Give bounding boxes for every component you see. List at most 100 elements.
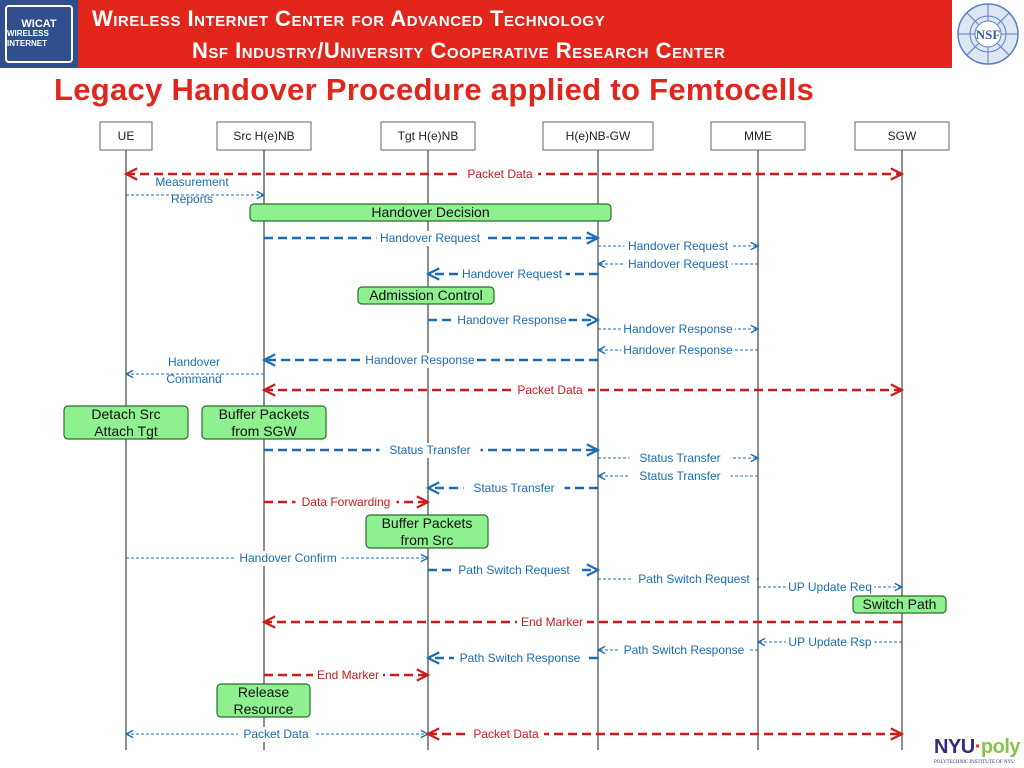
- message-label-bg: [458, 267, 566, 282]
- message-label-bg: [295, 495, 397, 510]
- message-13: Status Transfer: [264, 443, 598, 458]
- entity-box-sgw: [854, 121, 950, 151]
- message-label: Packet Data: [243, 727, 309, 741]
- message-5: Handover Request: [598, 257, 758, 272]
- message-label: Path Switch Response: [624, 643, 745, 657]
- entity-label-ue: UE: [118, 129, 135, 143]
- entity-label-tgt-h-e-nb: Tgt H(e)NB: [398, 129, 459, 143]
- message-label: Handover Request: [628, 239, 729, 253]
- message-label-bg: [629, 451, 731, 466]
- nyu-poly-logo: NYU·poly: [934, 736, 1021, 758]
- message-label-bg: [376, 231, 484, 246]
- message-27: Packet Data: [126, 727, 428, 742]
- entity-box-mme: [710, 121, 806, 151]
- message-label: Path Switch Request: [638, 572, 750, 586]
- message-label: End Marker: [521, 615, 583, 629]
- message-label-bg: [624, 257, 732, 272]
- message-label: Path Switch Request: [458, 563, 570, 577]
- message-8: Handover Response: [598, 322, 758, 337]
- message-4: Handover Request: [598, 239, 758, 254]
- message-label: UP Update Rsp: [788, 635, 871, 649]
- message-label: UP Update Req: [788, 580, 872, 594]
- message-18: Handover Confirm: [126, 551, 428, 566]
- message-label-bg: [234, 551, 342, 566]
- box-rect: [216, 683, 311, 718]
- message-label-bg: [517, 615, 587, 630]
- message-15: Status Transfer: [598, 469, 758, 484]
- message-label-bg: [237, 727, 315, 742]
- message-label: Packet Data: [473, 727, 539, 741]
- box-label: Admission Control: [369, 287, 483, 303]
- message-21: UP Update Req: [758, 580, 902, 595]
- box-label: Handover Decision: [371, 204, 489, 220]
- box-admission-control: Admission Control: [357, 286, 495, 305]
- message-label-bg: [454, 651, 586, 666]
- wicat-logo-subtext: WIRELESS INTERNET: [7, 29, 49, 48]
- message-28: Packet Data: [428, 727, 902, 742]
- message-16: Status Transfer: [428, 481, 598, 496]
- message-label: Packet Data: [517, 383, 583, 397]
- nsf-logo-text: NSF: [976, 27, 1001, 42]
- header-title-line1: Wireless Internet Center for Advanced Te…: [92, 6, 606, 31]
- nsf-logo: NSF: [957, 3, 1019, 65]
- message-label-bg: [455, 313, 569, 328]
- message-20: Path Switch Request: [598, 572, 758, 587]
- message-label-bg: [631, 572, 757, 587]
- slide-title: Legacy Handover Procedure applied to Fem…: [54, 72, 815, 107]
- message-19: Path Switch Request: [428, 563, 598, 578]
- message-label: Handover Response: [365, 353, 475, 367]
- entity-box-ue: [99, 121, 153, 151]
- message-10: Handover Response: [264, 353, 598, 368]
- poly-logo-text: poly: [980, 736, 1021, 758]
- box-handover-decision: Handover Decision: [249, 203, 612, 222]
- box-rect: [365, 514, 489, 549]
- box-switch-path: Switch Path: [852, 595, 947, 614]
- header-bar: [0, 0, 952, 68]
- message-label-bg: [629, 469, 731, 484]
- message-1: Packet Data: [126, 167, 902, 182]
- message-label-bg: [463, 481, 565, 496]
- entity-box-src-h-e-nb: [216, 121, 312, 151]
- message-label: Handover Response: [457, 313, 567, 327]
- message-label-bg: [618, 643, 750, 658]
- message-label: Handover Request: [380, 231, 481, 245]
- message-label-bg: [313, 668, 383, 683]
- message-label: Data Forwarding: [302, 495, 391, 509]
- entity-label-src-h-e-nb: Src H(e)NB: [233, 129, 294, 143]
- nyu-logo-text: NYU: [934, 736, 975, 758]
- message-label: End Marker: [317, 668, 379, 682]
- entity-label-sgw: SGW: [888, 129, 917, 143]
- message-14: Status Transfer: [598, 451, 758, 466]
- entity-box-tgt-h-e-nb: [380, 121, 476, 151]
- message-24: Path Switch Response: [598, 643, 758, 658]
- box-rect: [249, 203, 612, 222]
- message-12: Packet Data: [264, 383, 902, 398]
- message-label: Handover Response: [623, 322, 733, 336]
- message-label-bg: [785, 580, 875, 595]
- entity-box-h-e-nb-gw: [542, 121, 654, 151]
- message-label: Handover Response: [623, 343, 733, 357]
- nyu-poly-subtitle: POLYTECHNIC INSTITUTE OF NYU: [934, 760, 1015, 765]
- message-label-bg: [451, 563, 577, 578]
- message-label-bg: [624, 239, 732, 254]
- box-label: Switch Path: [863, 596, 937, 612]
- message-23: UP Update Rsp: [758, 635, 902, 650]
- header-title-line2: Nsf Industry/University Cooperative Rese…: [192, 38, 726, 63]
- message-label: Handover Confirm: [239, 551, 336, 565]
- message-label-bg: [379, 443, 481, 458]
- message-label-bg: [461, 167, 539, 182]
- message-label-bg: [785, 635, 875, 650]
- message-label: Status Transfer: [639, 469, 720, 483]
- message-label: Status Transfer: [389, 443, 470, 457]
- message-9: Handover Response: [598, 343, 758, 358]
- message-label-bg: [621, 343, 735, 358]
